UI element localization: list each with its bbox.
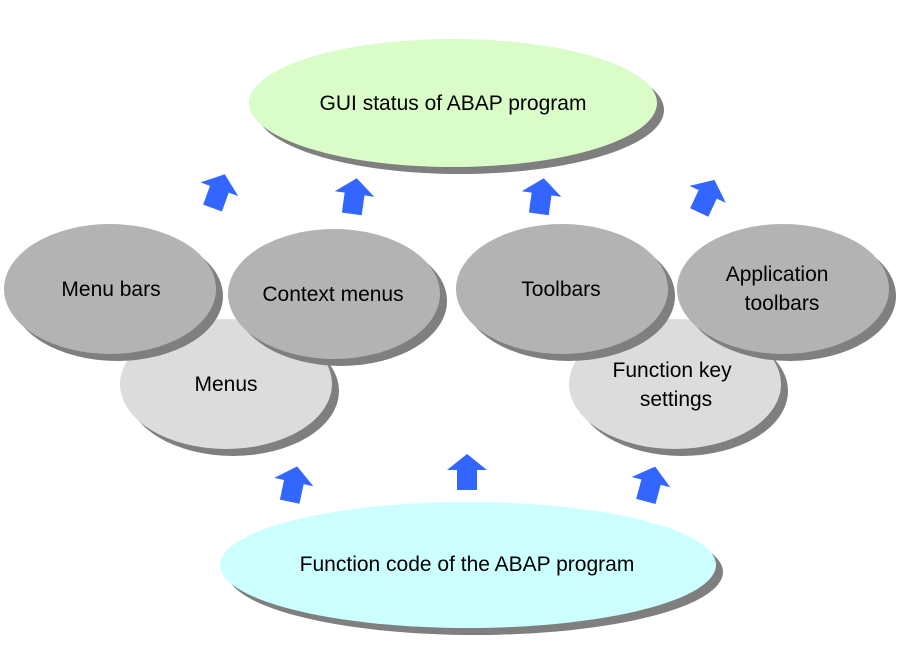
function-key-settings-line2: settings — [640, 388, 712, 411]
function-key-settings-node-label: Function key settings — [613, 359, 738, 411]
arrow-context-menus-to-gui-status — [334, 178, 375, 216]
context-menus-node: Context menus — [228, 229, 447, 366]
gui-status-node: GUI status of ABAP program — [249, 39, 664, 174]
arrow-function-code-to-menus — [274, 466, 314, 504]
gui-status-node-label: GUI status of ABAP program — [320, 92, 587, 115]
arrow-menu-bars-to-gui-status — [200, 174, 239, 212]
application-toolbars-node-label: Application toolbars — [726, 263, 835, 315]
application-toolbars-line2: toolbars — [745, 292, 820, 315]
function-key-settings-line1: Function key — [613, 359, 733, 382]
arrow-toolbars-to-gui-status — [521, 178, 562, 216]
application-toolbars-node-shape — [677, 224, 889, 354]
arrow-function-code-to-center — [447, 454, 487, 490]
menu-bars-node-label: Menu bars — [61, 278, 160, 301]
toolbars-node-shape — [456, 224, 668, 354]
application-toolbars-node: Application toolbars — [677, 224, 896, 361]
menu-bars-node: Menu bars — [4, 224, 223, 361]
menu-bars-node-shape — [4, 224, 216, 354]
gui-status-node-shape — [249, 39, 657, 167]
context-menus-node-label: Context menus — [262, 283, 403, 306]
arrow-function-code-to-function-keys — [631, 466, 671, 505]
toolbars-node: Toolbars — [456, 224, 675, 361]
context-menus-node-shape — [228, 229, 440, 359]
menus-node-label: Menus — [194, 373, 257, 396]
arrow-app-toolbars-to-gui-status — [689, 179, 726, 217]
application-toolbars-line1: Application — [726, 263, 829, 286]
toolbars-node-label: Toolbars — [521, 278, 600, 301]
function-code-node-label: Function code of the ABAP program — [300, 553, 635, 576]
function-code-node: Function code of the ABAP program — [220, 502, 723, 635]
function-code-node-shape — [220, 502, 716, 628]
